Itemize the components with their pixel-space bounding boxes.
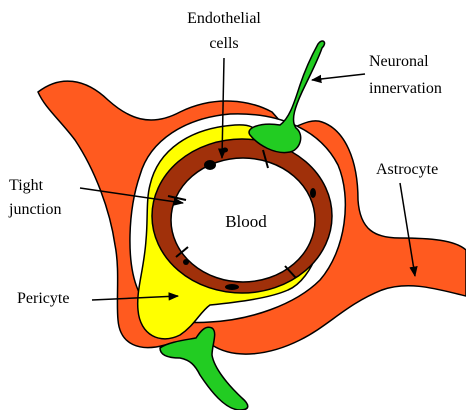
nucleus: [310, 188, 316, 198]
label-endothelial-line1: Endothelial: [187, 10, 261, 27]
nucleus: [225, 284, 239, 290]
nucleus: [183, 259, 189, 265]
label-pericyte: Pericyte: [17, 290, 69, 307]
label-neuronal-line2: innervation: [369, 80, 442, 97]
arrow-neuronal: [312, 74, 365, 80]
label-tight-line1: Tight: [9, 177, 44, 194]
nucleus: [204, 160, 216, 170]
label-blood: Blood: [225, 212, 267, 231]
label-endothelial-line2: cells: [209, 35, 238, 52]
label-neuronal-line1: Neuronal: [369, 53, 429, 70]
label-tight-line2: junction: [8, 201, 61, 218]
label-astrocyte: Astrocyte: [376, 161, 438, 178]
